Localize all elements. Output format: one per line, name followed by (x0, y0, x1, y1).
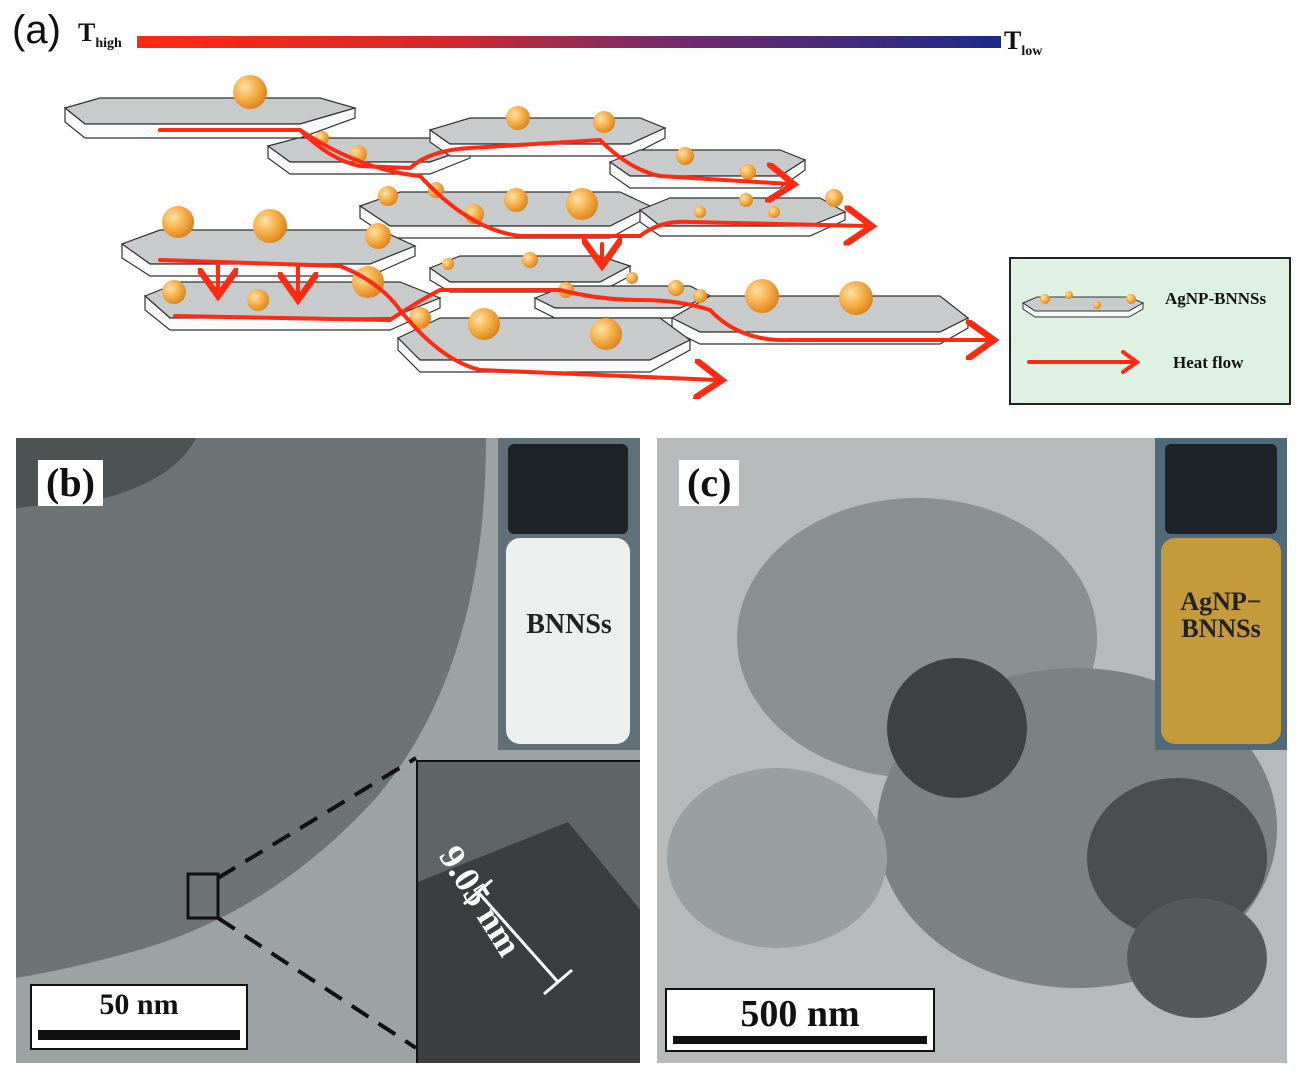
t-low-label: Tlow (1004, 26, 1043, 60)
legend-heat-flow-label: Heat flow (1173, 353, 1244, 372)
hrtem-inset (416, 760, 640, 1063)
panel-c-tem-image: (c) AgNP− BNNSs 500 nm (657, 438, 1287, 1063)
bnns-sheet (396, 317, 692, 373)
vial-cap (1165, 444, 1277, 534)
heat-flow-schematic (63, 75, 1000, 420)
vial-body (1161, 538, 1281, 744)
vial-body (506, 538, 630, 744)
bnns-vial-inset: BNNSs (498, 438, 640, 750)
panel-b-label: (b) (38, 460, 103, 506)
agnp-bnns-vial-inset: AgNP− BNNSs (1155, 438, 1287, 750)
scale-bar-b: 50 nm (30, 984, 248, 1050)
bnns-sheet (670, 295, 970, 345)
legend-sheet-icon (1021, 291, 1145, 318)
panel-c-label: (c) (679, 460, 740, 506)
scale-bar-c-label: 500 nm (740, 993, 860, 1035)
panel-a-schematic: (a) Thigh Tlow (0, 0, 1304, 420)
silver-nanoparticles (162, 75, 873, 350)
vial-cap (508, 444, 628, 534)
heat-flow-legend-arrow (1027, 350, 1141, 374)
scale-bar-c: 500 nm (665, 988, 935, 1052)
temperature-gradient-bar (137, 36, 1001, 48)
heat-flow-arrows (158, 128, 990, 380)
scale-bar-b-label: 50 nm (99, 988, 179, 1021)
panel-b-tem-image: (b) BNNSs 9.05 nm 50 nm (16, 438, 640, 1063)
vial-label-agnp-bnns: AgNP− BNNSs (1180, 587, 1262, 644)
legend-box: AgNP-BNNSs Heat flow (1009, 257, 1291, 405)
hrtem-lattice (418, 822, 640, 1063)
t-high-label: Thigh (78, 18, 122, 52)
scale-bar-c-line (673, 1036, 927, 1044)
legend-agnp-label: AgNP-BNNSs (1165, 289, 1267, 308)
scale-bar-b-line (38, 1030, 240, 1040)
vial-label-bnns: BNNSs (526, 609, 612, 640)
panel-a-label: (a) (12, 8, 61, 52)
